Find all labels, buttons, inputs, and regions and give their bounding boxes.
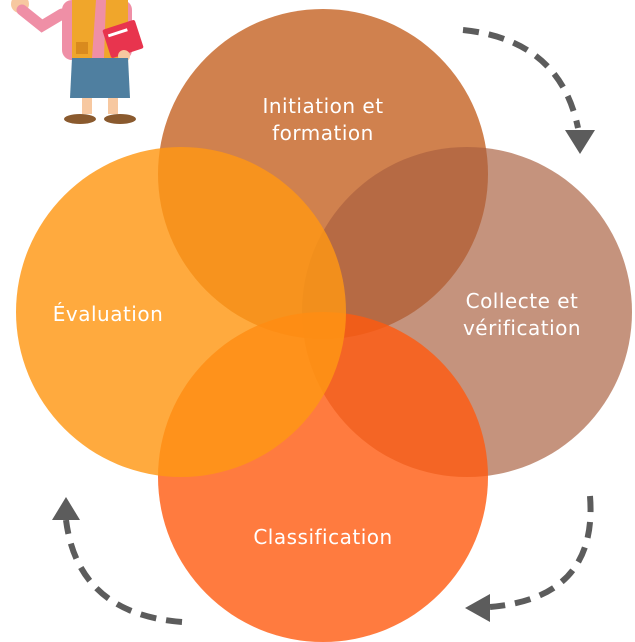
arrow-top-right xyxy=(462,27,581,129)
label-initiation: Initiation et xyxy=(262,94,383,118)
label-classification: Classification xyxy=(253,525,392,549)
circle-evaluation xyxy=(16,147,346,477)
label-initiation-line2: formation xyxy=(272,121,374,145)
label-evaluation: Évaluation xyxy=(53,302,164,326)
arrowhead-bottom-left-icon xyxy=(52,497,80,520)
label-collecte: Collecte et xyxy=(466,289,579,313)
teacher-character-icon xyxy=(11,0,144,124)
arrowhead-top-right-icon xyxy=(565,130,595,154)
arrow-bottom-right xyxy=(489,495,594,610)
arrowhead-bottom-right-icon xyxy=(465,594,490,622)
arrow-bottom-left xyxy=(63,519,183,625)
label-collecte-line2: vérification xyxy=(463,316,581,340)
cycle-arrows xyxy=(52,27,595,625)
